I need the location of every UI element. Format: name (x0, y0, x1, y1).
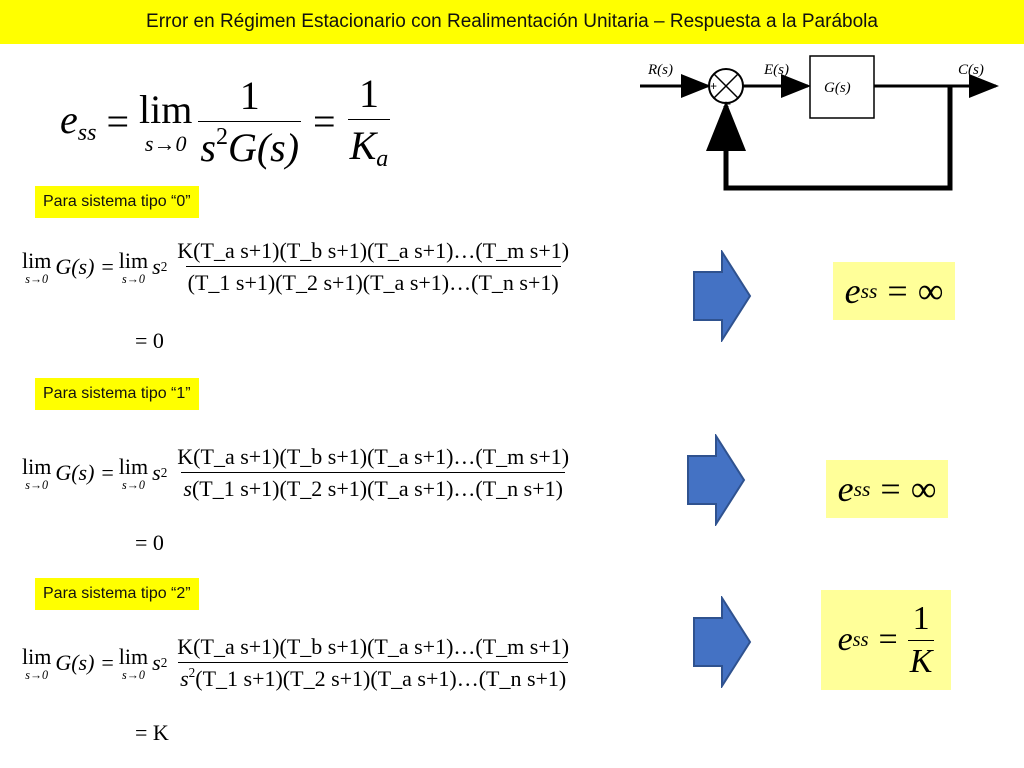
block-diagram: + − G(s) R(s) E(s) C(s) (640, 55, 999, 191)
case-2-result: = K (135, 720, 169, 745)
transfer-fraction: K(T_a s+1)(T_b s+1)(T_a s+1)…(T_m s+1) (… (177, 238, 570, 296)
page-title: Error en Régimen Estacionario con Realim… (0, 0, 1024, 44)
input-label: R(s) (647, 62, 673, 78)
equals-sign-2: = (313, 99, 336, 145)
main-formula: ess = lim s→0 1 s2G(s) = 1 Ka (60, 70, 391, 173)
case-0-result: = 0 (135, 328, 164, 353)
output-label: C(s) (958, 62, 984, 78)
ess-symbol: ess (60, 97, 97, 147)
transfer-fraction: K(T_a s+1)(T_b s+1)(T_a s+1)…(T_m s+1) s… (177, 444, 570, 502)
case-1-result: = 0 (135, 530, 164, 555)
transfer-fraction: K(T_a s+1)(T_b s+1)(T_a s+1)…(T_m s+1) s… (177, 634, 570, 692)
g-block (809, 55, 875, 119)
error-label: E(s) (763, 62, 789, 78)
limit-operator: lim s→0 (139, 87, 193, 157)
equals-sign: = (106, 99, 130, 145)
case-0-label: Para sistema tipo “0” (35, 186, 199, 218)
fraction-1-over-s2g: 1 s2G(s) (198, 73, 302, 171)
case-1-label: Para sistema tipo “1” (35, 378, 199, 410)
case-0-arrow-icon (693, 250, 752, 342)
case-2-label: Para sistema tipo “2” (35, 578, 199, 610)
case-1-arrow-icon (687, 434, 746, 526)
one-over-k-fraction: 1 K (907, 599, 935, 680)
plus-sign: + (710, 79, 717, 93)
g-block-label: G(s) (824, 80, 851, 96)
case-2-arrow-icon (693, 596, 752, 688)
feedback-path (706, 86, 953, 191)
fraction-1-over-ka: 1 Ka (347, 71, 391, 173)
